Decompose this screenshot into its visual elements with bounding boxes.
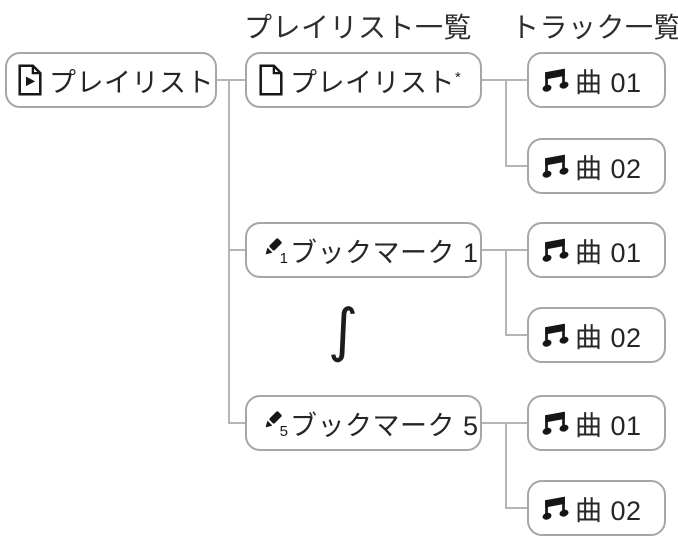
music-note-icon <box>540 494 569 523</box>
continuation-mark: ∫ <box>327 296 359 364</box>
playlist-list-header: プレイリスト一覧 <box>244 12 473 43</box>
connector-group1-track2-horizontal <box>505 165 529 167</box>
pen-number: 1 <box>279 250 288 267</box>
music-note-icon <box>540 152 569 181</box>
connector-group3-track2-horizontal <box>505 507 529 509</box>
music-note-icon <box>540 409 569 438</box>
track-label: 曲 01 <box>575 67 642 98</box>
track-box: 曲 01 <box>527 52 666 108</box>
connector-group3-horizontal <box>479 422 529 424</box>
pen-number: 5 <box>279 423 288 440</box>
track-box: 曲 01 <box>527 222 666 278</box>
track-label: 曲 01 <box>575 237 642 268</box>
track-list-header: トラック一覧 <box>511 12 678 43</box>
connector-group1-vertical <box>505 79 507 167</box>
track-label: 曲 02 <box>575 495 642 526</box>
track-box: 曲 01 <box>527 395 666 451</box>
bookmark5-label: ブックマーク 5 <box>290 410 479 441</box>
bookmark1-label: ブックマーク 1 <box>290 237 479 268</box>
music-note-icon <box>540 236 569 265</box>
connector-root-horizontal <box>216 79 247 81</box>
track-box: 曲 02 <box>527 138 666 194</box>
track-box: 曲 02 <box>527 307 666 363</box>
bookmark5-box: 5 ブックマーク 5 <box>245 395 482 451</box>
playlist-item-label: プレイリスト* <box>290 67 462 98</box>
connector-group3-vertical <box>505 422 507 509</box>
document-icon <box>257 64 285 96</box>
root-playlist-box: プレイリスト <box>5 52 217 108</box>
footnote-asterisk: * <box>455 68 462 86</box>
track-label: 曲 01 <box>575 410 642 441</box>
playlist-item-box: プレイリスト* <box>245 52 482 108</box>
connector-group1-horizontal <box>479 79 529 81</box>
bookmark1-box: 1 ブックマーク 1 <box>245 222 482 278</box>
connector-trunk-vertical <box>228 79 230 424</box>
pen-icon: 1 <box>257 233 288 267</box>
track-label: 曲 02 <box>575 322 642 353</box>
track-label: 曲 02 <box>575 153 642 184</box>
pen-icon: 5 <box>257 406 288 440</box>
root-playlist-label: プレイリスト <box>49 67 214 98</box>
connector-group2-horizontal <box>479 249 529 251</box>
connector-group2-track2-horizontal <box>505 334 529 336</box>
playlist-document-play-icon <box>16 64 44 96</box>
connector-bookmark5-horizontal <box>228 422 246 424</box>
connector-group2-vertical <box>505 249 507 336</box>
connector-bookmark1-horizontal <box>228 249 246 251</box>
music-note-icon <box>540 66 569 95</box>
music-note-icon <box>540 321 569 350</box>
track-box: 曲 02 <box>527 480 666 536</box>
